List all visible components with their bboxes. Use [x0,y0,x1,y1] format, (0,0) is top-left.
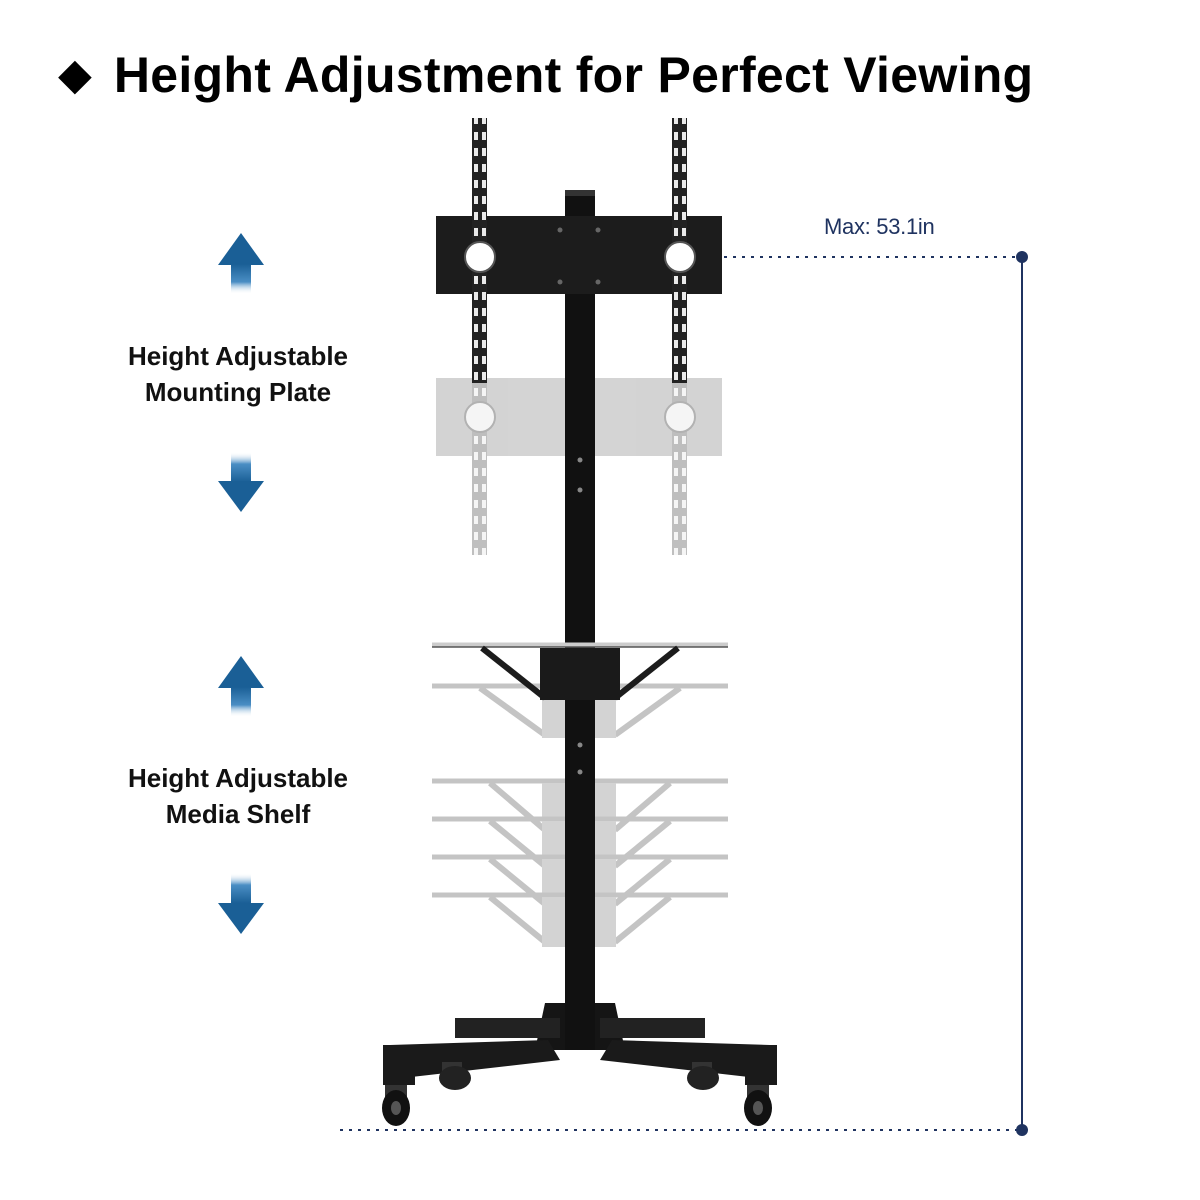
caster-wheel-icon [744,1085,772,1126]
caster-wheel-icon [687,1062,719,1090]
media-shelf-label-line2: Media Shelf [165,799,311,829]
mounting-plate-label-line1: Height Adjustable [127,341,349,371]
mounting-plate-label-line2: Mounting Plate [144,377,332,407]
center-pole [565,190,595,1040]
arrow-down-icon [218,452,264,512]
dimension-indicator [340,251,1028,1136]
media-shelf-label: Height Adjustable Media Shelf [68,760,408,832]
dot-marker-icon [1016,1124,1028,1136]
diamond-bullet-icon: ◆ [58,50,92,99]
arrow-up-icon [218,233,264,294]
mounting-plate [436,118,722,383]
caster-wheel-icon [439,1062,471,1090]
rolling-base [383,995,777,1085]
arrow-down-icon [218,873,264,934]
page-title: Height Adjustment for Perfect Viewing [113,47,1034,103]
media-shelf-label-line1: Height Adjustable [127,763,349,793]
arrow-up-icon [218,656,264,717]
media-shelf [432,642,728,701]
dot-marker-icon [1016,251,1028,263]
mounting-plate-label: Height Adjustable Mounting Plate [68,338,408,410]
caster-wheel-icon [382,1085,410,1126]
max-height-label: Max: 53.1in [824,214,935,239]
headline: ◆ Height Adjustment for Perfect Viewing [58,40,1033,110]
